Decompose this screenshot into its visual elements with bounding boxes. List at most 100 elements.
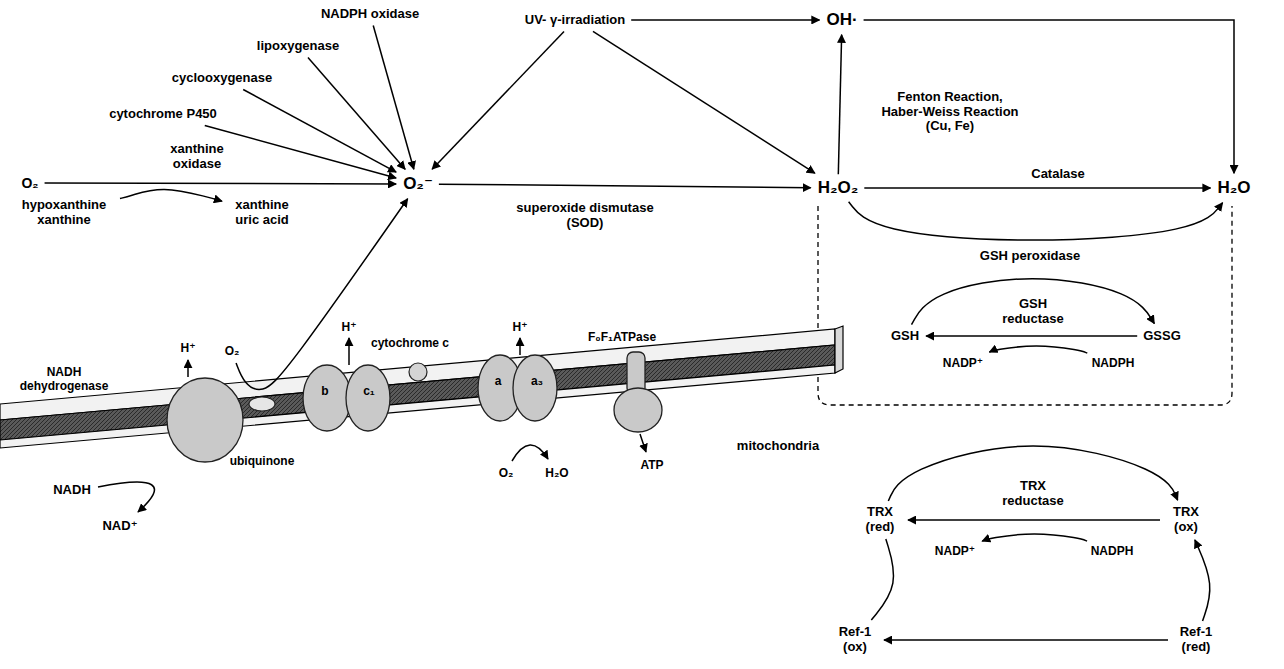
node-text: H₂O₂: [818, 178, 859, 198]
reaction-arrow: [838, 35, 841, 174]
reaction-arrow: [1195, 540, 1210, 621]
node-text: OH·: [826, 10, 857, 30]
node-text: O₂⁻: [403, 174, 433, 194]
species-label: O₂⁻: [400, 173, 436, 195]
reaction-arrow: [631, 19, 819, 21]
cofactor-label: NADPH: [1089, 356, 1138, 372]
cytochrome-c-shape: [409, 363, 427, 381]
node-text: O₂: [21, 175, 38, 191]
reaction-arrow: [243, 89, 396, 172]
proton-arrow: [519, 338, 521, 355]
species-label: TRX (red): [856, 504, 904, 536]
node-text: xanthine uric acid: [229, 198, 295, 228]
enzyme-label: GSH peroxidase: [978, 249, 1082, 264]
part-label: a₃: [531, 375, 543, 389]
species-label: H₂O: [1214, 177, 1253, 199]
node-text: lipoxygenase: [257, 39, 339, 54]
part-label: F₀F₁ATPase: [588, 331, 656, 345]
membrane-core: [0, 345, 835, 440]
enzyme-label: TRX reductase: [996, 479, 1070, 509]
nadh-arrow: [98, 482, 154, 512]
reaction-arrow: [849, 202, 1223, 240]
complex-one: [167, 378, 243, 462]
reaction-arrow: [884, 639, 1168, 641]
reaction-arrow: [236, 199, 408, 390]
part-label: c₁: [363, 385, 375, 399]
part-label: ubiquinone: [230, 455, 295, 469]
reaction-arrow: [908, 519, 1160, 521]
organelle-label: mitochondria: [737, 439, 819, 454]
enzyme-label: Catalase: [1029, 167, 1086, 182]
enzyme-label: xanthine oxidase: [159, 142, 235, 172]
species-label: O₂: [499, 467, 514, 481]
reaction-arrow: [864, 187, 1210, 189]
species-label: GSH: [888, 328, 922, 345]
species-label: Ref-1 (red): [1171, 624, 1221, 656]
species-label: H₂O₂: [815, 177, 862, 199]
reaction-arrow: [871, 539, 893, 620]
node-text: hypoxanthine xanthine: [14, 198, 114, 228]
enzyme-label: Fenton Reaction, Haber-Weiss Reaction (C…: [876, 90, 1024, 135]
product-label: xanthine uric acid: [226, 197, 298, 229]
membrane-end: [835, 326, 843, 373]
reaction-arrow: [45, 182, 397, 184]
enzyme-label: GSH reductase: [996, 297, 1070, 327]
reaction-arrow: [432, 31, 564, 169]
reaction-arrow: [982, 534, 1087, 541]
reaction-arrow: [593, 31, 815, 173]
enzyme-label: cytochrome P450: [106, 106, 220, 123]
species-label: OH·: [823, 9, 860, 31]
proton-label: H⁺: [513, 321, 528, 335]
node-text: NADP⁺: [935, 545, 975, 559]
enzyme-label: superoxide dismutase (SOD): [508, 201, 662, 231]
reaction-arrow: [926, 335, 1137, 337]
enzyme-label: lipoxygenase: [254, 38, 342, 55]
species-label: H₂O: [545, 467, 568, 481]
complex-label: NADH dehydrogenase: [9, 366, 119, 394]
enzyme-label: NADPH oxidase: [318, 6, 422, 23]
reaction-arrow: [864, 20, 1234, 173]
cytochrome-b: [303, 365, 351, 431]
node-text: TRX (red): [859, 505, 901, 535]
node-text: UV- γ-irradiation: [525, 13, 625, 28]
node-text: NADPH: [1091, 545, 1134, 559]
part-label: b: [321, 385, 328, 399]
node-text: Ref-1 (red): [1174, 625, 1218, 655]
species-label: NAD⁺: [102, 519, 137, 534]
node-text: GSH: [891, 329, 919, 344]
node-text: NADPH: [1092, 357, 1135, 371]
species-label: TRX (ox): [1163, 504, 1209, 536]
atpase-head: [614, 388, 662, 432]
species-label: ATP: [640, 459, 663, 473]
part-label: a: [495, 375, 502, 389]
species-label: O₂: [222, 344, 243, 360]
atp-arrow: [640, 434, 646, 452]
cofactor-label: NADPH: [1088, 544, 1137, 560]
substrate-label: hypoxanthine xanthine: [11, 197, 117, 229]
enzyme-label: cyclooxygenase: [169, 70, 275, 87]
proton-arrow: [187, 360, 189, 377]
species-label: NADH: [53, 483, 91, 498]
node-text: NADP⁺: [943, 357, 983, 371]
dashed-bracket: [818, 206, 1232, 405]
proton-label: H⁺: [342, 321, 357, 335]
source-label: UV- γ-irradiation: [522, 12, 628, 29]
node-text: cytochrome P450: [109, 107, 217, 122]
species-label: GSSG: [1140, 328, 1184, 345]
ubiquinone-shape: [249, 397, 275, 411]
node-text: Ref-1 (ox): [833, 625, 877, 655]
cofactor-label: NADP⁺: [932, 544, 978, 560]
cytochrome-a3: [513, 355, 557, 421]
node-text: O₂: [225, 345, 240, 359]
node-text: GSSG: [1143, 329, 1181, 344]
reaction-arrow: [373, 25, 414, 169]
node-text: cyclooxygenase: [172, 71, 272, 86]
node-text: TRX (ox): [1166, 505, 1206, 535]
node-text: H₂O: [1217, 178, 1250, 198]
proton-arrow: [348, 338, 350, 365]
reaction-arrow: [120, 189, 222, 201]
proton-label: H⁺: [181, 342, 196, 356]
reaction-arrow: [439, 184, 811, 188]
part-label: cytochrome c: [371, 337, 449, 351]
